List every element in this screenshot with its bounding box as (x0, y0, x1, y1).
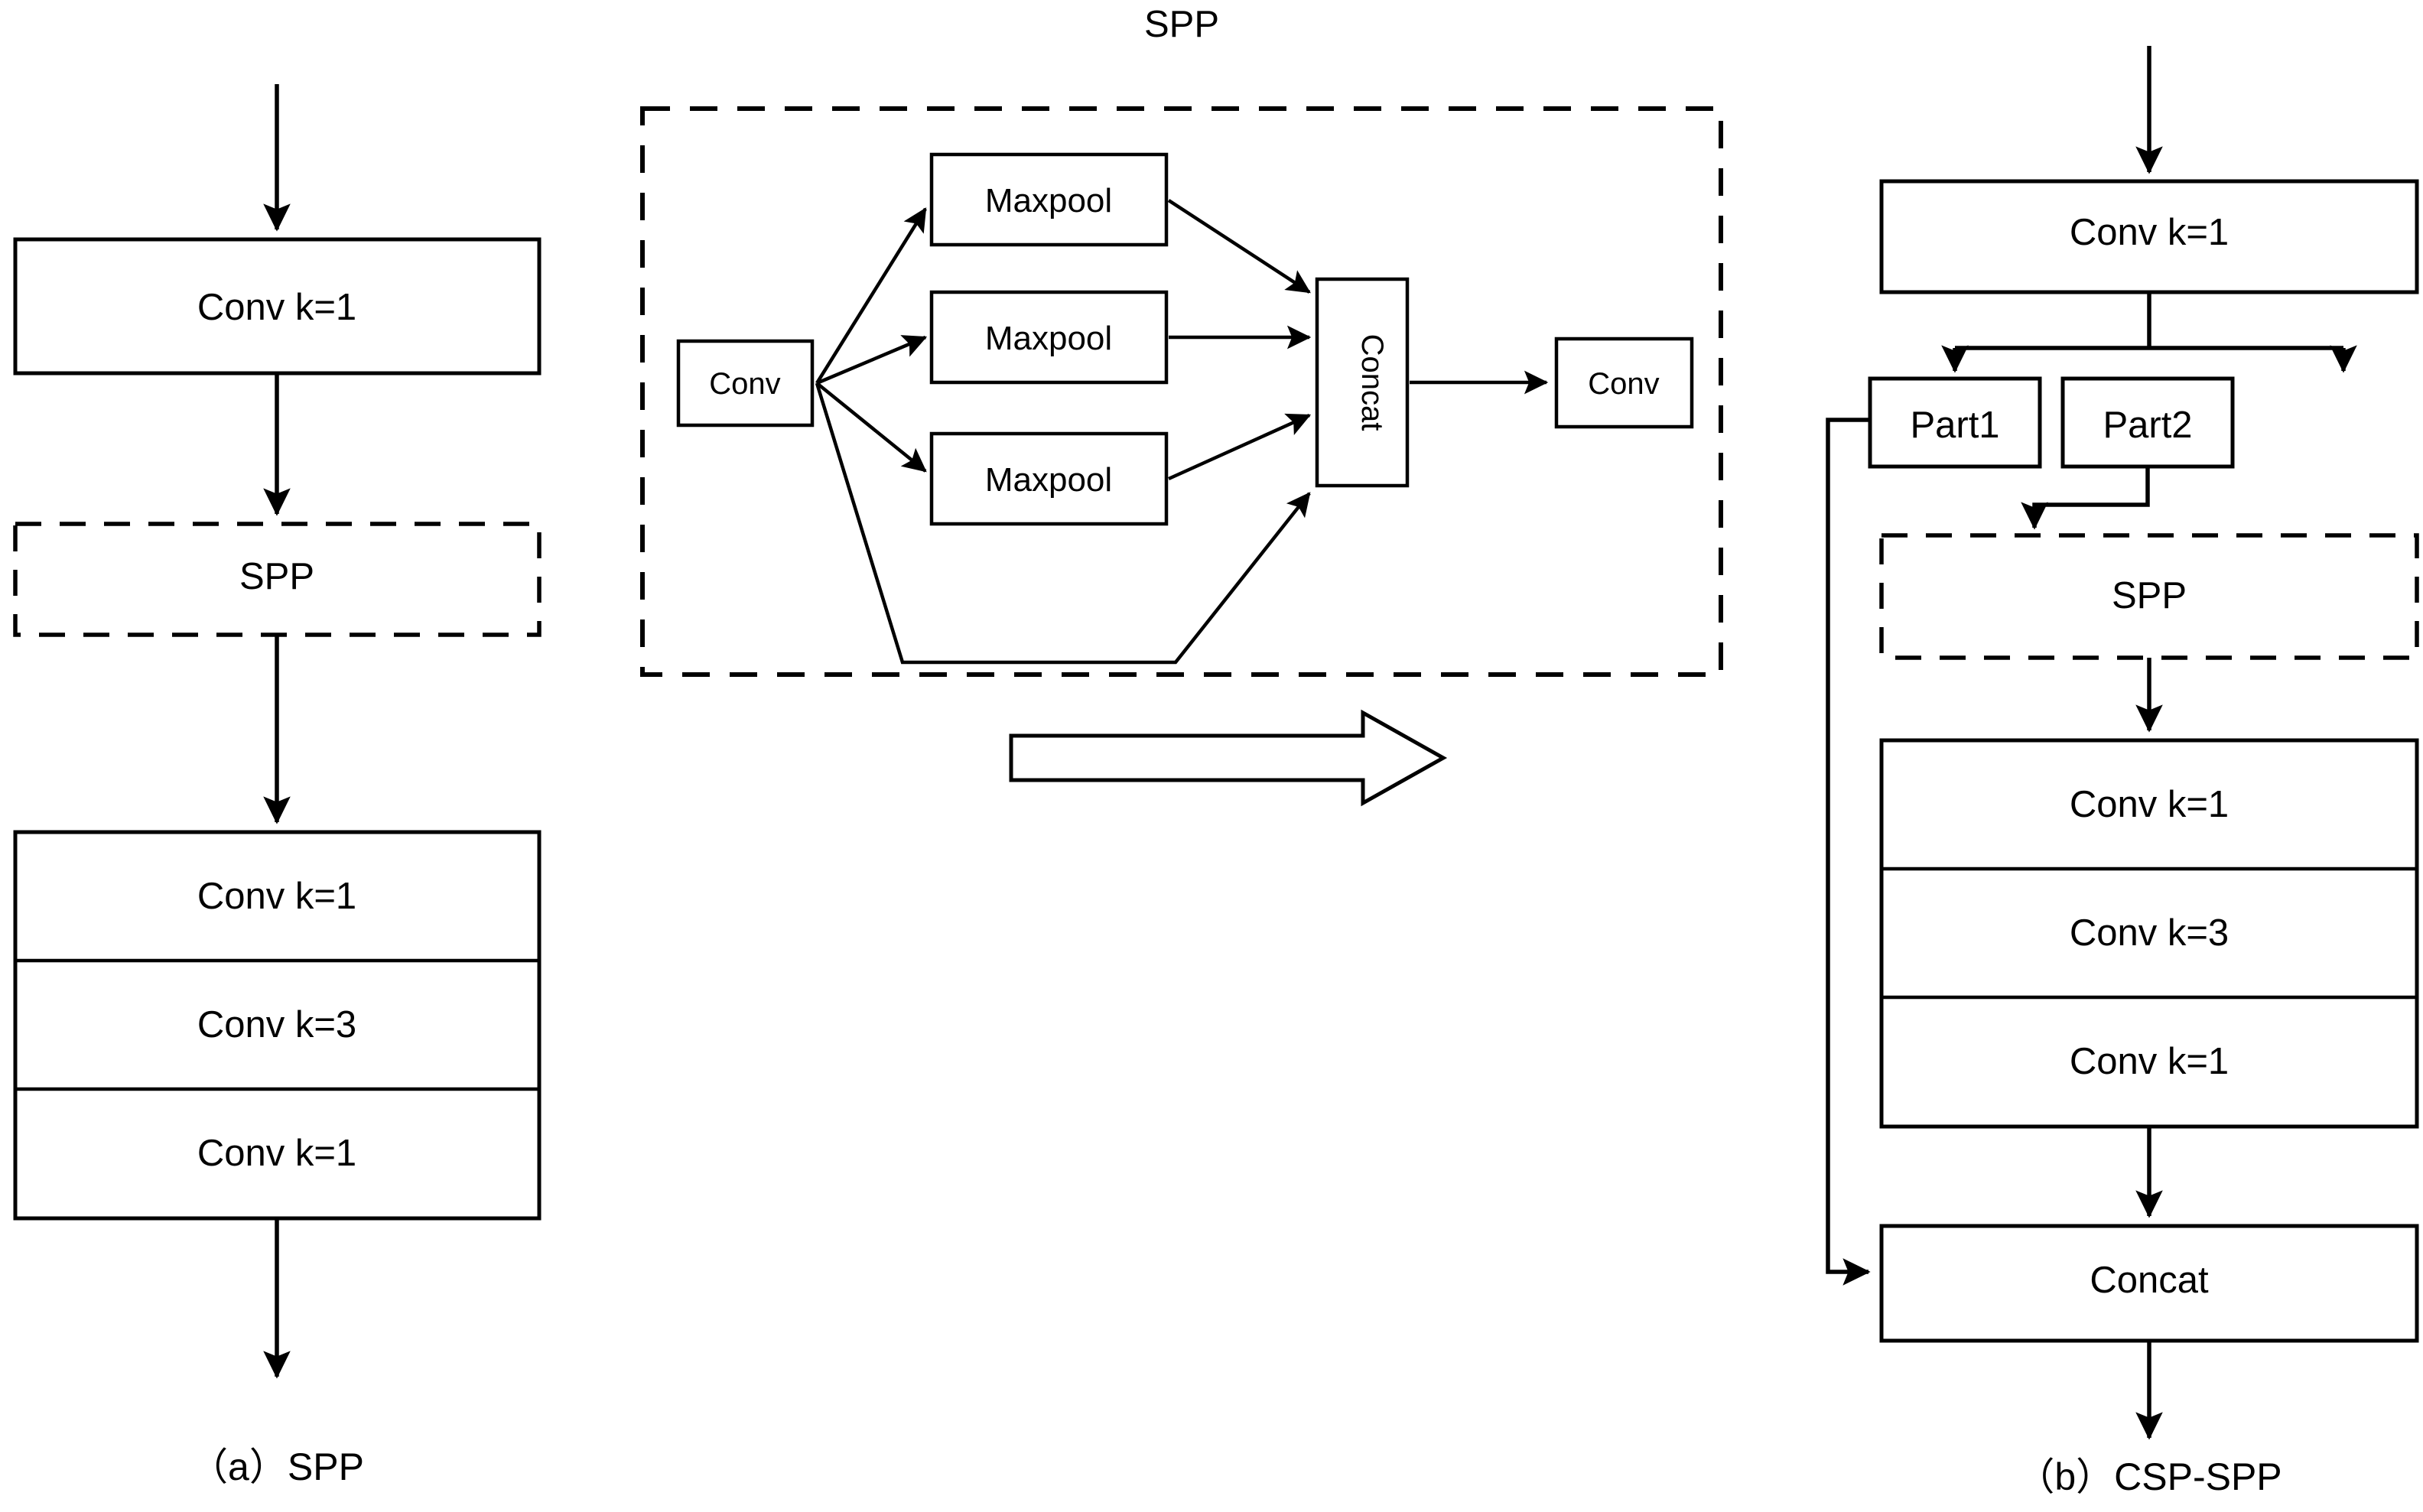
left-block-spp-label: SPP (239, 556, 314, 597)
left-block-conv-k3-label: Conv k=3 (197, 1004, 356, 1045)
center-block-conv-output[interactable] (1554, 337, 1694, 429)
right-block-concat-label: Concat (2090, 1260, 2209, 1301)
right-block-part1-label: Part1 (1910, 405, 1999, 446)
left-block-conv-k1-b-label: Conv k=1 (197, 1133, 356, 1174)
center-panel-title: SPP (1144, 4, 1219, 45)
caption-a: （a）SPP (190, 1445, 364, 1488)
left-block-conv-stack[interactable] (13, 830, 542, 1221)
right-skip-connection-part1-to-concat (1826, 418, 1871, 1286)
center-block-maxpool-3-label: Maxpool (985, 461, 1112, 499)
center-edge-conv-to-maxpool-2 (816, 335, 928, 385)
right-connector-part2-to-spp (2021, 467, 2150, 530)
right-block-conv-stack[interactable] (1879, 738, 2419, 1129)
right-panel-csp-spp: Conv k=1 Part1 Part2 SPP Conv k=1 Conv k… (1826, 46, 2419, 1498)
center-block-conv-source-label: Conv (709, 367, 780, 401)
right-block-part1[interactable] (1868, 376, 2042, 469)
center-block-conv-output-label: Conv (1588, 367, 1659, 401)
center-block-concat-label: Concat (1355, 334, 1389, 431)
right-block-conv-k3-label: Conv k=3 (2070, 912, 2229, 954)
right-block-conv-k1-top-label: Conv k=1 (2070, 212, 2229, 253)
center-block-maxpool-3[interactable] (929, 431, 1169, 526)
center-edge-conv-bypass-to-concat (815, 382, 1311, 665)
right-block-concat[interactable] (1879, 1224, 2419, 1343)
center-edge-maxpool-3-to-concat (1168, 413, 1312, 481)
right-block-conv-k1-a-label: Conv k=1 (2070, 784, 2229, 825)
center-block-maxpool-2-label: Maxpool (985, 320, 1112, 357)
center-edge-maxpool-1-to-concat (1167, 199, 1311, 294)
caption-b: （b）CSP-SPP (2016, 1455, 2282, 1498)
center-edge-conv-to-maxpool-1 (815, 207, 927, 385)
center-block-conv-source[interactable] (676, 339, 815, 428)
right-block-conv-k1-top[interactable] (1879, 179, 2419, 294)
transition-block-arrow-icon (1009, 709, 1448, 807)
right-block-spp-label: SPP (2112, 575, 2187, 616)
center-edge-conv-to-maxpool-3 (815, 382, 927, 473)
center-block-maxpool-1-label: Maxpool (985, 182, 1112, 219)
center-block-concat[interactable] (1315, 277, 1410, 488)
left-block-conv-k1-top-label: Conv k=1 (197, 287, 356, 328)
center-block-maxpool-1[interactable] (929, 152, 1169, 247)
right-block-conv-k1-b-label: Conv k=1 (2070, 1041, 2229, 1082)
center-block-maxpool-2[interactable] (929, 290, 1169, 385)
right-block-part2-label: Part2 (2103, 405, 2192, 446)
right-block-spp[interactable] (1879, 533, 2419, 660)
left-panel-spp: Conv k=1 SPP Conv k=1 Conv k=3 Conv k=1 … (13, 84, 542, 1488)
left-block-conv-k1-a-label: Conv k=1 (197, 876, 356, 917)
center-panel-spp-detail: SPP Conv Maxpool Maxpool Maxpool Concat (640, 4, 1723, 807)
